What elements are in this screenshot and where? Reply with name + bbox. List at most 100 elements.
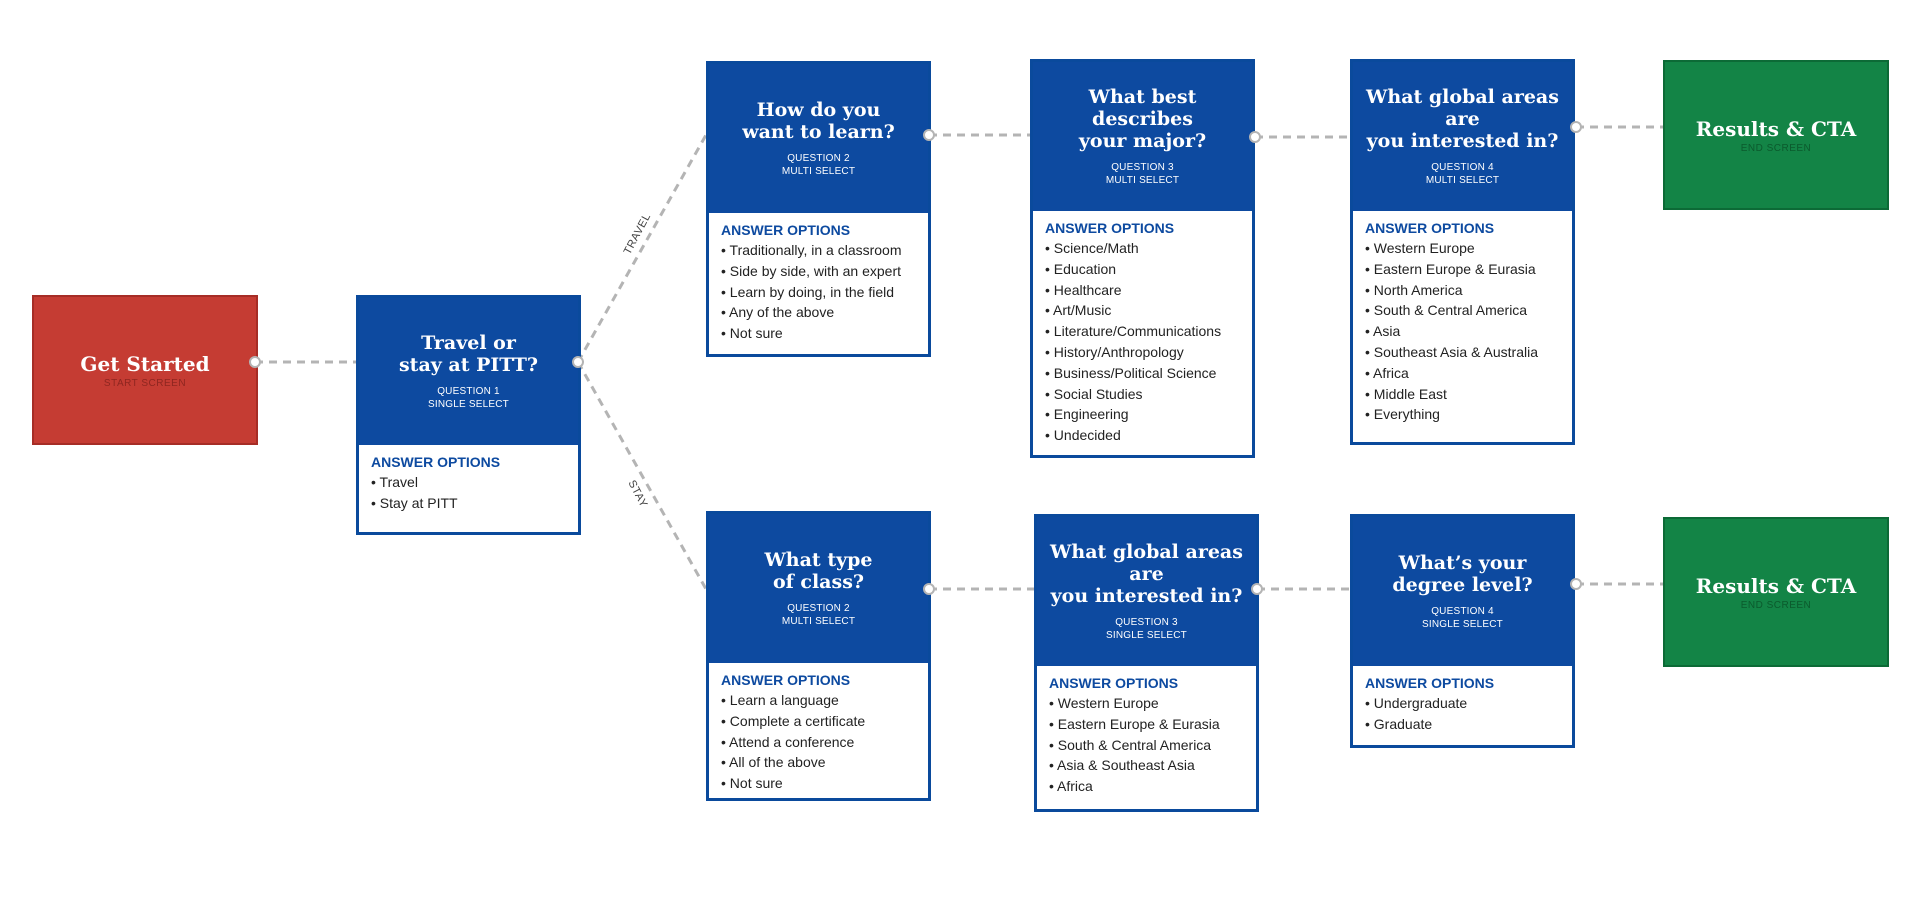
question-number: QUESTION 1 (437, 386, 500, 397)
connector-line (576, 361, 708, 590)
answer-options: ANSWER OPTIONS Travel Stay at PITT (359, 445, 578, 520)
connector-port[interactable] (1570, 121, 1582, 133)
question-title: Travel or stay at PITT? (398, 332, 539, 376)
answer-option: Science/Math (1045, 238, 1240, 259)
answer-option: Traditionally, in a classroom (721, 240, 916, 261)
question-type: SINGLE SELECT (428, 399, 509, 410)
start-screen-subtitle: START SCREEN (103, 377, 187, 389)
question-title: What’s your degree level? (1392, 552, 1533, 596)
travel-results-screen-node[interactable]: Results & CTA END SCREEN (1663, 60, 1889, 210)
answer-options: ANSWER OPTIONS Western Europe Eastern Eu… (1353, 211, 1572, 431)
question-number: QUESTION 4 (1431, 606, 1494, 617)
answer-option: Not sure (721, 323, 916, 344)
connector-port[interactable] (1570, 578, 1582, 590)
start-screen-title: Get Started (80, 351, 210, 376)
answer-option: Art/Music (1045, 300, 1240, 321)
question-number: QUESTION 2 (787, 603, 850, 614)
answer-options-heading: ANSWER OPTIONS (1365, 220, 1495, 236)
end-screen-subtitle: END SCREEN (1740, 142, 1812, 154)
stay-question-4-header: What’s your degree level? QUESTION 4 SIN… (1353, 517, 1572, 666)
question-type: MULTI SELECT (781, 616, 856, 627)
travel-question-3-card[interactable]: What best describes your major? QUESTION… (1030, 59, 1255, 458)
end-screen-title: Results & CTA (1695, 116, 1857, 141)
question-number: QUESTION 4 (1431, 162, 1494, 173)
answer-options-heading: ANSWER OPTIONS (1365, 675, 1495, 691)
answer-option: North America (1365, 280, 1560, 301)
answer-options-heading: ANSWER OPTIONS (371, 454, 501, 470)
stay-results-screen-node[interactable]: Results & CTA END SCREEN (1663, 517, 1889, 667)
answer-option: Any of the above (721, 302, 916, 323)
answer-options-heading: ANSWER OPTIONS (1045, 220, 1175, 236)
question-title: What global areas are you interested in? (1366, 86, 1559, 152)
answer-option: Asia & Southeast Asia (1049, 755, 1244, 776)
question-title: How do you want to learn? (742, 99, 895, 143)
answer-options-heading: ANSWER OPTIONS (721, 672, 851, 688)
answer-option: Western Europe (1049, 693, 1244, 714)
question-number: QUESTION 3 (1111, 162, 1174, 173)
answer-option: History/Anthropology (1045, 342, 1240, 363)
travel-question-2-header: How do you want to learn? QUESTION 2 MUL… (709, 64, 928, 213)
connector-port[interactable] (1251, 583, 1263, 595)
travel-question-4-card[interactable]: What global areas are you interested in?… (1350, 59, 1575, 445)
answer-option: Healthcare (1045, 280, 1240, 301)
travel-question-2-card[interactable]: How do you want to learn? QUESTION 2 MUL… (706, 61, 931, 357)
question-title: What global areas are you interested in? (1050, 541, 1243, 607)
stay-question-2-header: What type of class? QUESTION 2 MULTI SEL… (709, 514, 928, 663)
answer-option: Travel (371, 472, 566, 493)
question-number: QUESTION 3 (1115, 617, 1178, 628)
answer-option: Learn a language (721, 690, 916, 711)
answer-option: Education (1045, 259, 1240, 280)
question-title: What type of class? (764, 549, 873, 593)
connector-line (576, 134, 708, 363)
answer-options: ANSWER OPTIONS Undergraduate Graduate (1353, 666, 1572, 741)
answer-option: Not sure (721, 773, 916, 794)
answer-option: Engineering (1045, 404, 1240, 425)
answer-option: Asia (1365, 321, 1560, 342)
stay-question-2-card[interactable]: What type of class? QUESTION 2 MULTI SEL… (706, 511, 931, 801)
answer-option: Literature/Communications (1045, 321, 1240, 342)
answer-option: South & Central America (1049, 735, 1244, 756)
answer-options: ANSWER OPTIONS Western Europe Eastern Eu… (1037, 666, 1256, 803)
answer-options: ANSWER OPTIONS Science/Math Education He… (1033, 211, 1252, 452)
answer-option: Graduate (1365, 714, 1560, 735)
end-screen-title: Results & CTA (1695, 573, 1857, 598)
connector-port[interactable] (249, 356, 261, 368)
answer-option: South & Central America (1365, 300, 1560, 321)
answer-option: Complete a certificate (721, 711, 916, 732)
question-1-header: Travel or stay at PITT? QUESTION 1 SINGL… (359, 298, 578, 445)
answer-option: Undecided (1045, 425, 1240, 446)
travel-question-4-header: What global areas are you interested in?… (1353, 62, 1572, 211)
stay-question-3-card[interactable]: What global areas are you interested in?… (1034, 514, 1259, 812)
question-number: QUESTION 2 (787, 153, 850, 164)
travel-question-3-header: What best describes your major? QUESTION… (1033, 62, 1252, 211)
connector-port[interactable] (923, 129, 935, 141)
answer-option: Side by side, with an expert (721, 261, 916, 282)
connector-port[interactable] (1249, 131, 1261, 143)
answer-option: Stay at PITT (371, 493, 566, 514)
question-1-card[interactable]: Travel or stay at PITT? QUESTION 1 SINGL… (356, 295, 581, 535)
answer-option: Everything (1365, 404, 1560, 425)
answer-option: Undergraduate (1365, 693, 1560, 714)
question-type: SINGLE SELECT (1106, 630, 1187, 641)
answer-option: Eastern Europe & Eurasia (1365, 259, 1560, 280)
start-screen-node[interactable]: Get Started START SCREEN (32, 295, 258, 445)
stay-question-3-header: What global areas are you interested in?… (1037, 517, 1256, 666)
answer-option: Africa (1049, 776, 1244, 797)
stay-question-4-card[interactable]: What’s your degree level? QUESTION 4 SIN… (1350, 514, 1575, 748)
answer-option: All of the above (721, 752, 916, 773)
answer-options: ANSWER OPTIONS Learn a language Complete… (709, 663, 928, 800)
question-title: What best describes your major? (1078, 86, 1207, 152)
question-type: SINGLE SELECT (1422, 619, 1503, 630)
answer-option: Middle East (1365, 384, 1560, 405)
connector-port[interactable] (923, 583, 935, 595)
answer-option: Africa (1365, 363, 1560, 384)
answer-option: Learn by doing, in the field (721, 282, 916, 303)
answer-option: Southeast Asia & Australia (1365, 342, 1560, 363)
connector-port[interactable] (572, 356, 584, 368)
answer-options-heading: ANSWER OPTIONS (1049, 675, 1179, 691)
answer-option: Western Europe (1365, 238, 1560, 259)
question-type: MULTI SELECT (1425, 175, 1500, 186)
answer-option: Business/Political Science (1045, 363, 1240, 384)
